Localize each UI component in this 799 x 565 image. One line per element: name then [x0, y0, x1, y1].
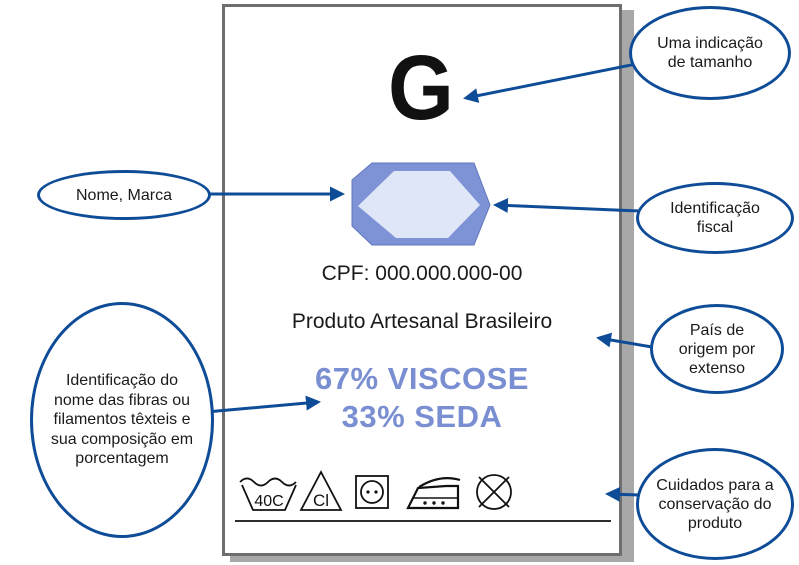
tumble-dry-icon	[355, 475, 389, 509]
callout-brand-text: Nome, Marca	[75, 186, 173, 204]
wash-temperature-text: 40C	[254, 493, 283, 510]
callout-size: Uma indicação de tamanho	[629, 6, 791, 100]
washing-tub-icon: 40C	[239, 477, 297, 511]
callout-fibers-text: Identificação do nome das fibras ou fila…	[50, 372, 194, 468]
callout-country: País de origem por extenso	[650, 304, 784, 394]
callout-care: Cuidados para a conservação do produto	[636, 448, 794, 560]
arrow-fiscal	[493, 198, 641, 213]
callout-fibers: Identificação do nome das fibras ou fila…	[30, 302, 214, 538]
arrow-country	[596, 332, 653, 349]
origin-text: Produto Artesanal Brasileiro	[291, 310, 553, 333]
callout-country-text: País de origem por extenso	[678, 321, 756, 377]
fiber-composition-line-1: 67% VISCOSE	[315, 361, 529, 396]
size-letter: G	[388, 37, 454, 139]
bleach-triangle-icon: Cl	[299, 470, 343, 511]
callout-size-text: Uma indicação de tamanho	[657, 35, 763, 71]
callout-brand: Nome, Marca	[37, 170, 211, 220]
arrow-size	[463, 61, 642, 104]
callout-fiscal: Identificação fiscal	[636, 182, 794, 254]
arrow-care	[605, 486, 641, 502]
brand-hexagon-logo-icon	[351, 162, 491, 246]
iron-icon	[406, 477, 461, 510]
fiber-composition-line-2: 33% SEDA	[341, 399, 503, 434]
callout-care-text: Cuidados para a conservação do produto	[656, 476, 774, 532]
callout-fiscal-text: Identificação fiscal	[670, 200, 760, 236]
arrow-fibers	[205, 395, 321, 414]
clothing-label	[222, 4, 622, 556]
cpf-text: CPF: 000.000.000-00	[321, 262, 523, 285]
no-dryclean-icon	[476, 474, 512, 510]
bleach-symbol-text: Cl	[313, 491, 329, 510]
